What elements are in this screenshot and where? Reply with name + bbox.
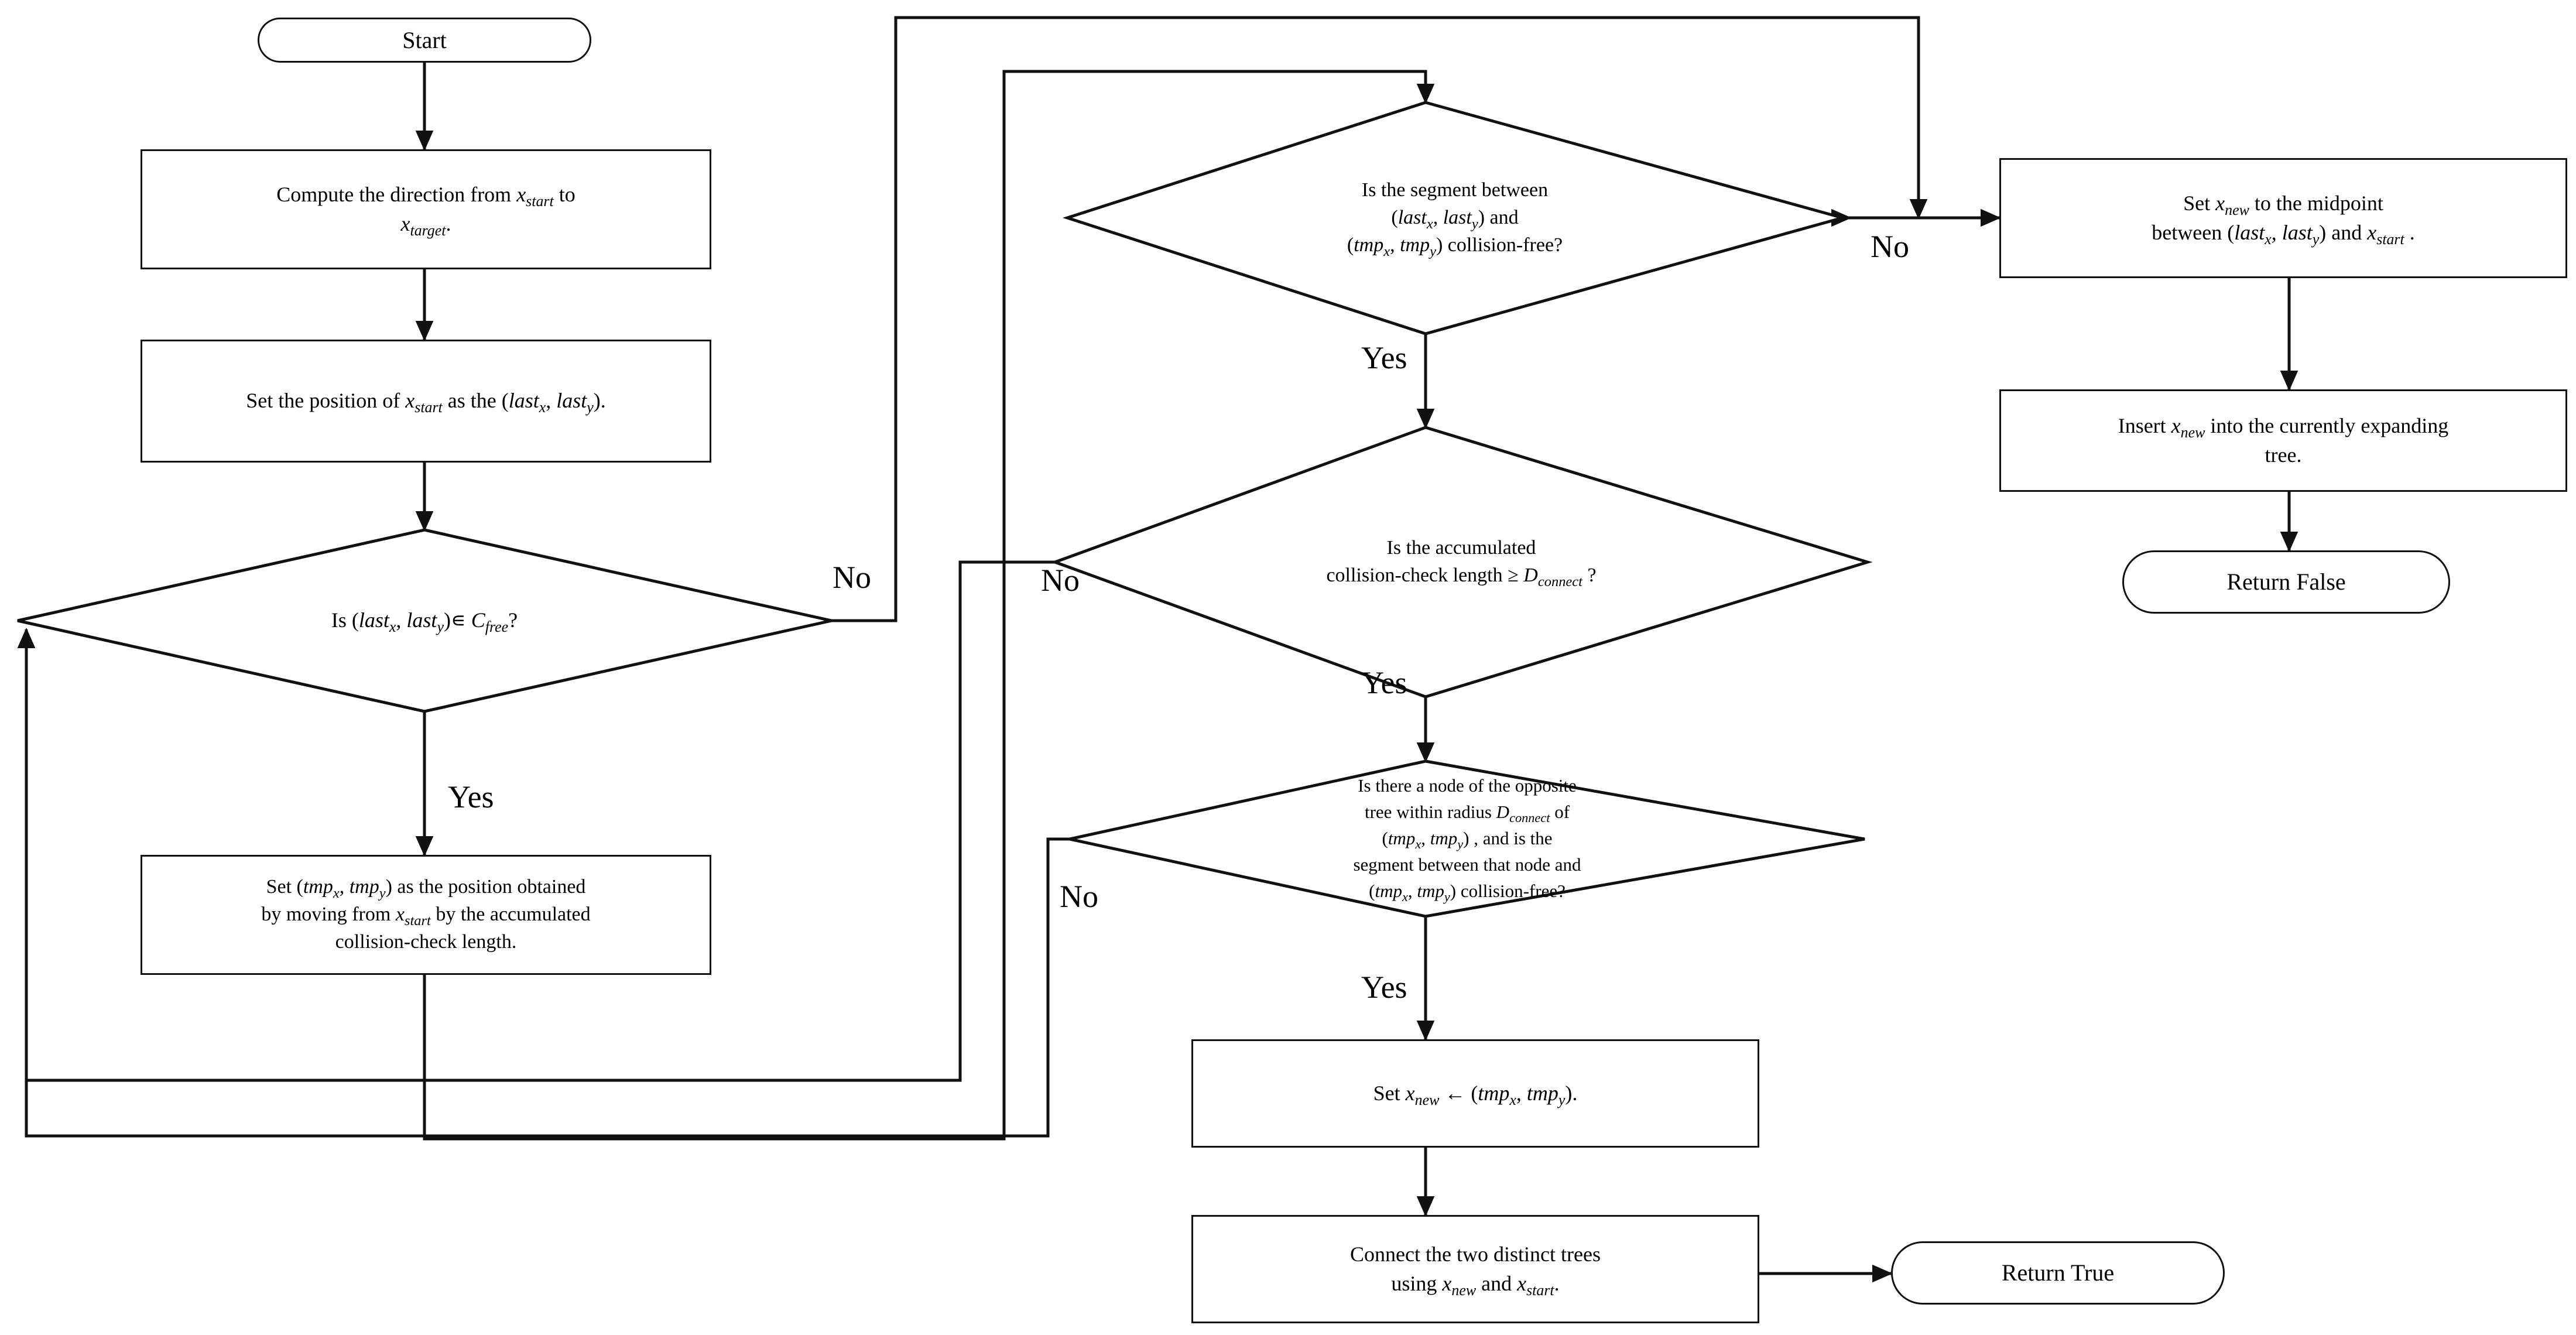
node-set-tmp-label: Set (tmpx, tmpy) as the position obtaine… bbox=[261, 876, 591, 953]
edge-label-dconnect-yes: Yes bbox=[1361, 665, 1407, 700]
node-decision-opposite: Is there a node of the opposite tree wit… bbox=[1070, 761, 1865, 916]
edge-label-opposite-no: No bbox=[1060, 879, 1098, 914]
node-set-xnew: Set xnew ← (tmpx, tmpy). bbox=[1191, 1039, 1759, 1148]
node-start: Start bbox=[258, 18, 591, 63]
node-connect-trees-label: Connect the two distinct trees using xne… bbox=[1350, 1242, 1601, 1299]
edge-settmp-to-segment bbox=[423, 70, 1435, 1141]
decision-shape-dconnect bbox=[1050, 426, 1873, 699]
node-set-xnew-label: Set xnew ← (tmpx, tmpy). bbox=[1373, 1081, 1578, 1108]
node-set-midpoint: Set xnew to the midpoint between (lastx,… bbox=[1999, 158, 2567, 278]
edge-label-segment-yes: Yes bbox=[1361, 340, 1407, 375]
node-return-true: Return True bbox=[1891, 1241, 2225, 1305]
node-set-midpoint-label: Set xnew to the midpoint between (lastx,… bbox=[2152, 191, 2415, 248]
decision-shape-opposite bbox=[1069, 759, 1865, 918]
node-connect-trees: Connect the two distinct trees using xne… bbox=[1191, 1215, 1759, 1323]
edge-label-cfree-no: No bbox=[833, 560, 871, 595]
node-decision-segment: Is the segment between (lastx, lasty) an… bbox=[1067, 102, 1842, 334]
node-decision-dconnect: Is the accumulated collision-check lengt… bbox=[1055, 427, 1868, 697]
node-return-false-label: Return False bbox=[2226, 569, 2346, 595]
edge-opposite-no-to-cfree bbox=[17, 628, 1070, 1138]
edge-cfree-no-to-midpoint bbox=[831, 16, 1928, 622]
node-insert-xnew: Insert xnew into the currently expanding… bbox=[1999, 389, 2567, 492]
node-decision-cfree: Is (lastx, lasty)∊ Cfree? bbox=[18, 530, 831, 711]
node-return-true-label: Return True bbox=[2001, 1259, 2115, 1286]
node-return-false: Return False bbox=[2122, 550, 2450, 614]
edge-label-cfree-yes: Yes bbox=[448, 779, 494, 814]
node-decision-segment-label: Is the segment between (lastx, lasty) an… bbox=[1347, 179, 1563, 259]
node-insert-xnew-label: Insert xnew into the currently expanding… bbox=[2118, 413, 2449, 467]
node-set-last-label: Set the position of xstart as the (lastx… bbox=[246, 389, 606, 416]
edge-label-dconnect-no: No bbox=[1041, 563, 1080, 598]
node-decision-dconnect-label: Is the accumulated collision-check lengt… bbox=[1326, 537, 1597, 590]
node-decision-opposite-label: Is there a node of the opposite tree wit… bbox=[1353, 775, 1581, 905]
decision-shape-cfree bbox=[17, 528, 832, 713]
decision-shape-segment bbox=[1062, 101, 1848, 336]
edge-label-opposite-yes: Yes bbox=[1361, 970, 1407, 1005]
node-start-label: Start bbox=[402, 26, 447, 53]
node-set-last: Set the position of xstart as the (lastx… bbox=[141, 340, 711, 463]
edge-label-segment-no: No bbox=[1871, 229, 1909, 264]
node-set-tmp: Set (tmpx, tmpy) as the position obtaine… bbox=[141, 855, 711, 975]
node-decision-cfree-label: Is (lastx, lasty)∊ Cfree? bbox=[331, 608, 518, 636]
